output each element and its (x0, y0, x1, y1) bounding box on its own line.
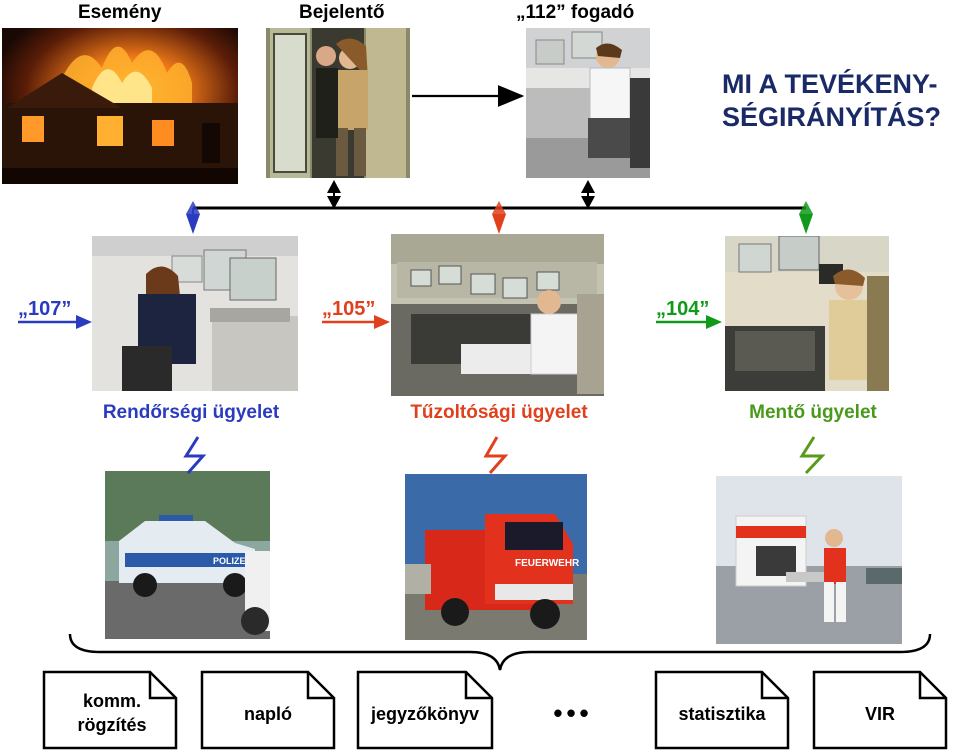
doc-log: napló (202, 672, 334, 748)
police-connector (186, 201, 200, 234)
police-number: „107” (18, 298, 71, 321)
doc-comm-record: komm. rögzítés (44, 672, 176, 748)
ellipsis: ••• (553, 698, 592, 728)
ambulance-lightning-icon (802, 437, 822, 473)
doc-minutes-label: jegyzőkönyv (370, 704, 479, 724)
receiver-double-arrow (581, 180, 595, 209)
fire-dispatch-label: Tűzoltósági ügyelet (388, 402, 610, 424)
curly-brace (70, 634, 930, 670)
doc-vir-label: VIR (865, 704, 895, 724)
fire-number: „105” (322, 298, 375, 321)
police-lightning-icon (186, 437, 203, 473)
doc-vir: VIR (814, 672, 946, 748)
doc-minutes: jegyzőkönyv (358, 672, 492, 748)
ambulance-dispatch-label: Mentő ügyelet (718, 402, 908, 424)
doc-statistics: statisztika (656, 672, 788, 748)
ambulance-connector (799, 201, 813, 234)
reporter-double-arrow (327, 180, 341, 209)
doc-statistics-label: statisztika (678, 704, 766, 724)
police-dispatch-label: Rendőrségi ügyelet (82, 402, 300, 424)
doc-log-label: napló (244, 704, 292, 724)
doc-comm-record-line1: komm. (83, 691, 141, 711)
fire-connector (492, 201, 506, 234)
doc-comm-record-line2: rögzítés (77, 715, 146, 735)
ambulance-number: „104” (656, 298, 709, 321)
fire-lightning-icon (486, 437, 505, 473)
